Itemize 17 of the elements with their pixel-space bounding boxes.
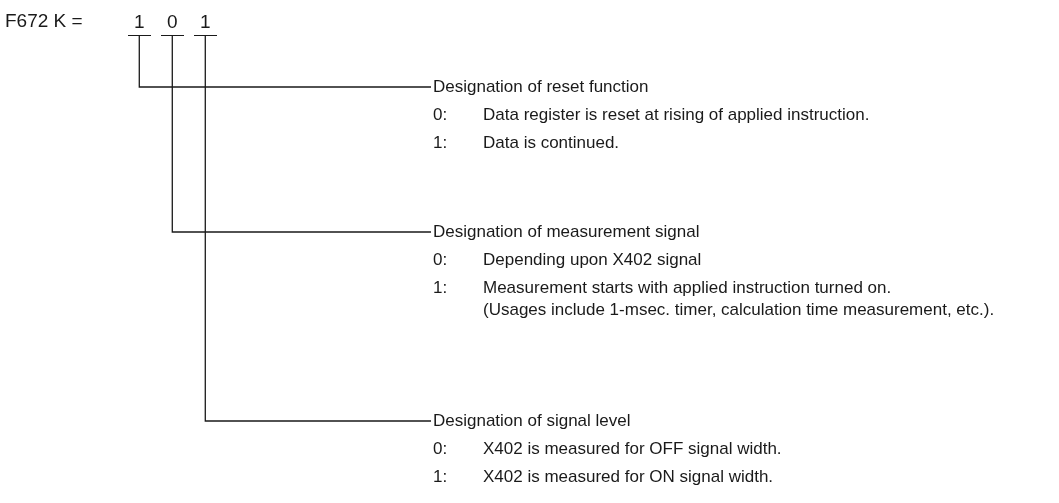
leader-line bbox=[204, 35, 432, 422]
option-description: 1: Data is continued. bbox=[433, 132, 621, 154]
option-heading: Designation of measurement signal bbox=[433, 221, 701, 243]
function-code-label: F672 K = bbox=[5, 10, 83, 32]
option-heading: Designation of reset function bbox=[433, 76, 650, 98]
code-digit: 1 bbox=[194, 12, 217, 36]
option-description: 1: Measurement starts with applied instruction turned on. bbox=[433, 277, 893, 299]
leader-line bbox=[138, 35, 432, 88]
option-description: 1: X402 is measured for ON signal width. bbox=[433, 466, 775, 488]
option-description: 0: X402 is measured for OFF signal width. bbox=[433, 438, 783, 460]
option-description: (Usages include 1-msec. timer, calculation time measurement, etc.). bbox=[482, 299, 996, 321]
option-heading: Designation of signal level bbox=[433, 410, 632, 432]
option-description: 0: Depending upon X402 signal bbox=[433, 249, 703, 271]
code-digit: 1 bbox=[128, 12, 151, 36]
code-digit: 0 bbox=[161, 12, 184, 36]
option-description: 0: Data register is reset at rising of applied instruction. bbox=[433, 104, 871, 126]
leader-line bbox=[171, 35, 432, 233]
